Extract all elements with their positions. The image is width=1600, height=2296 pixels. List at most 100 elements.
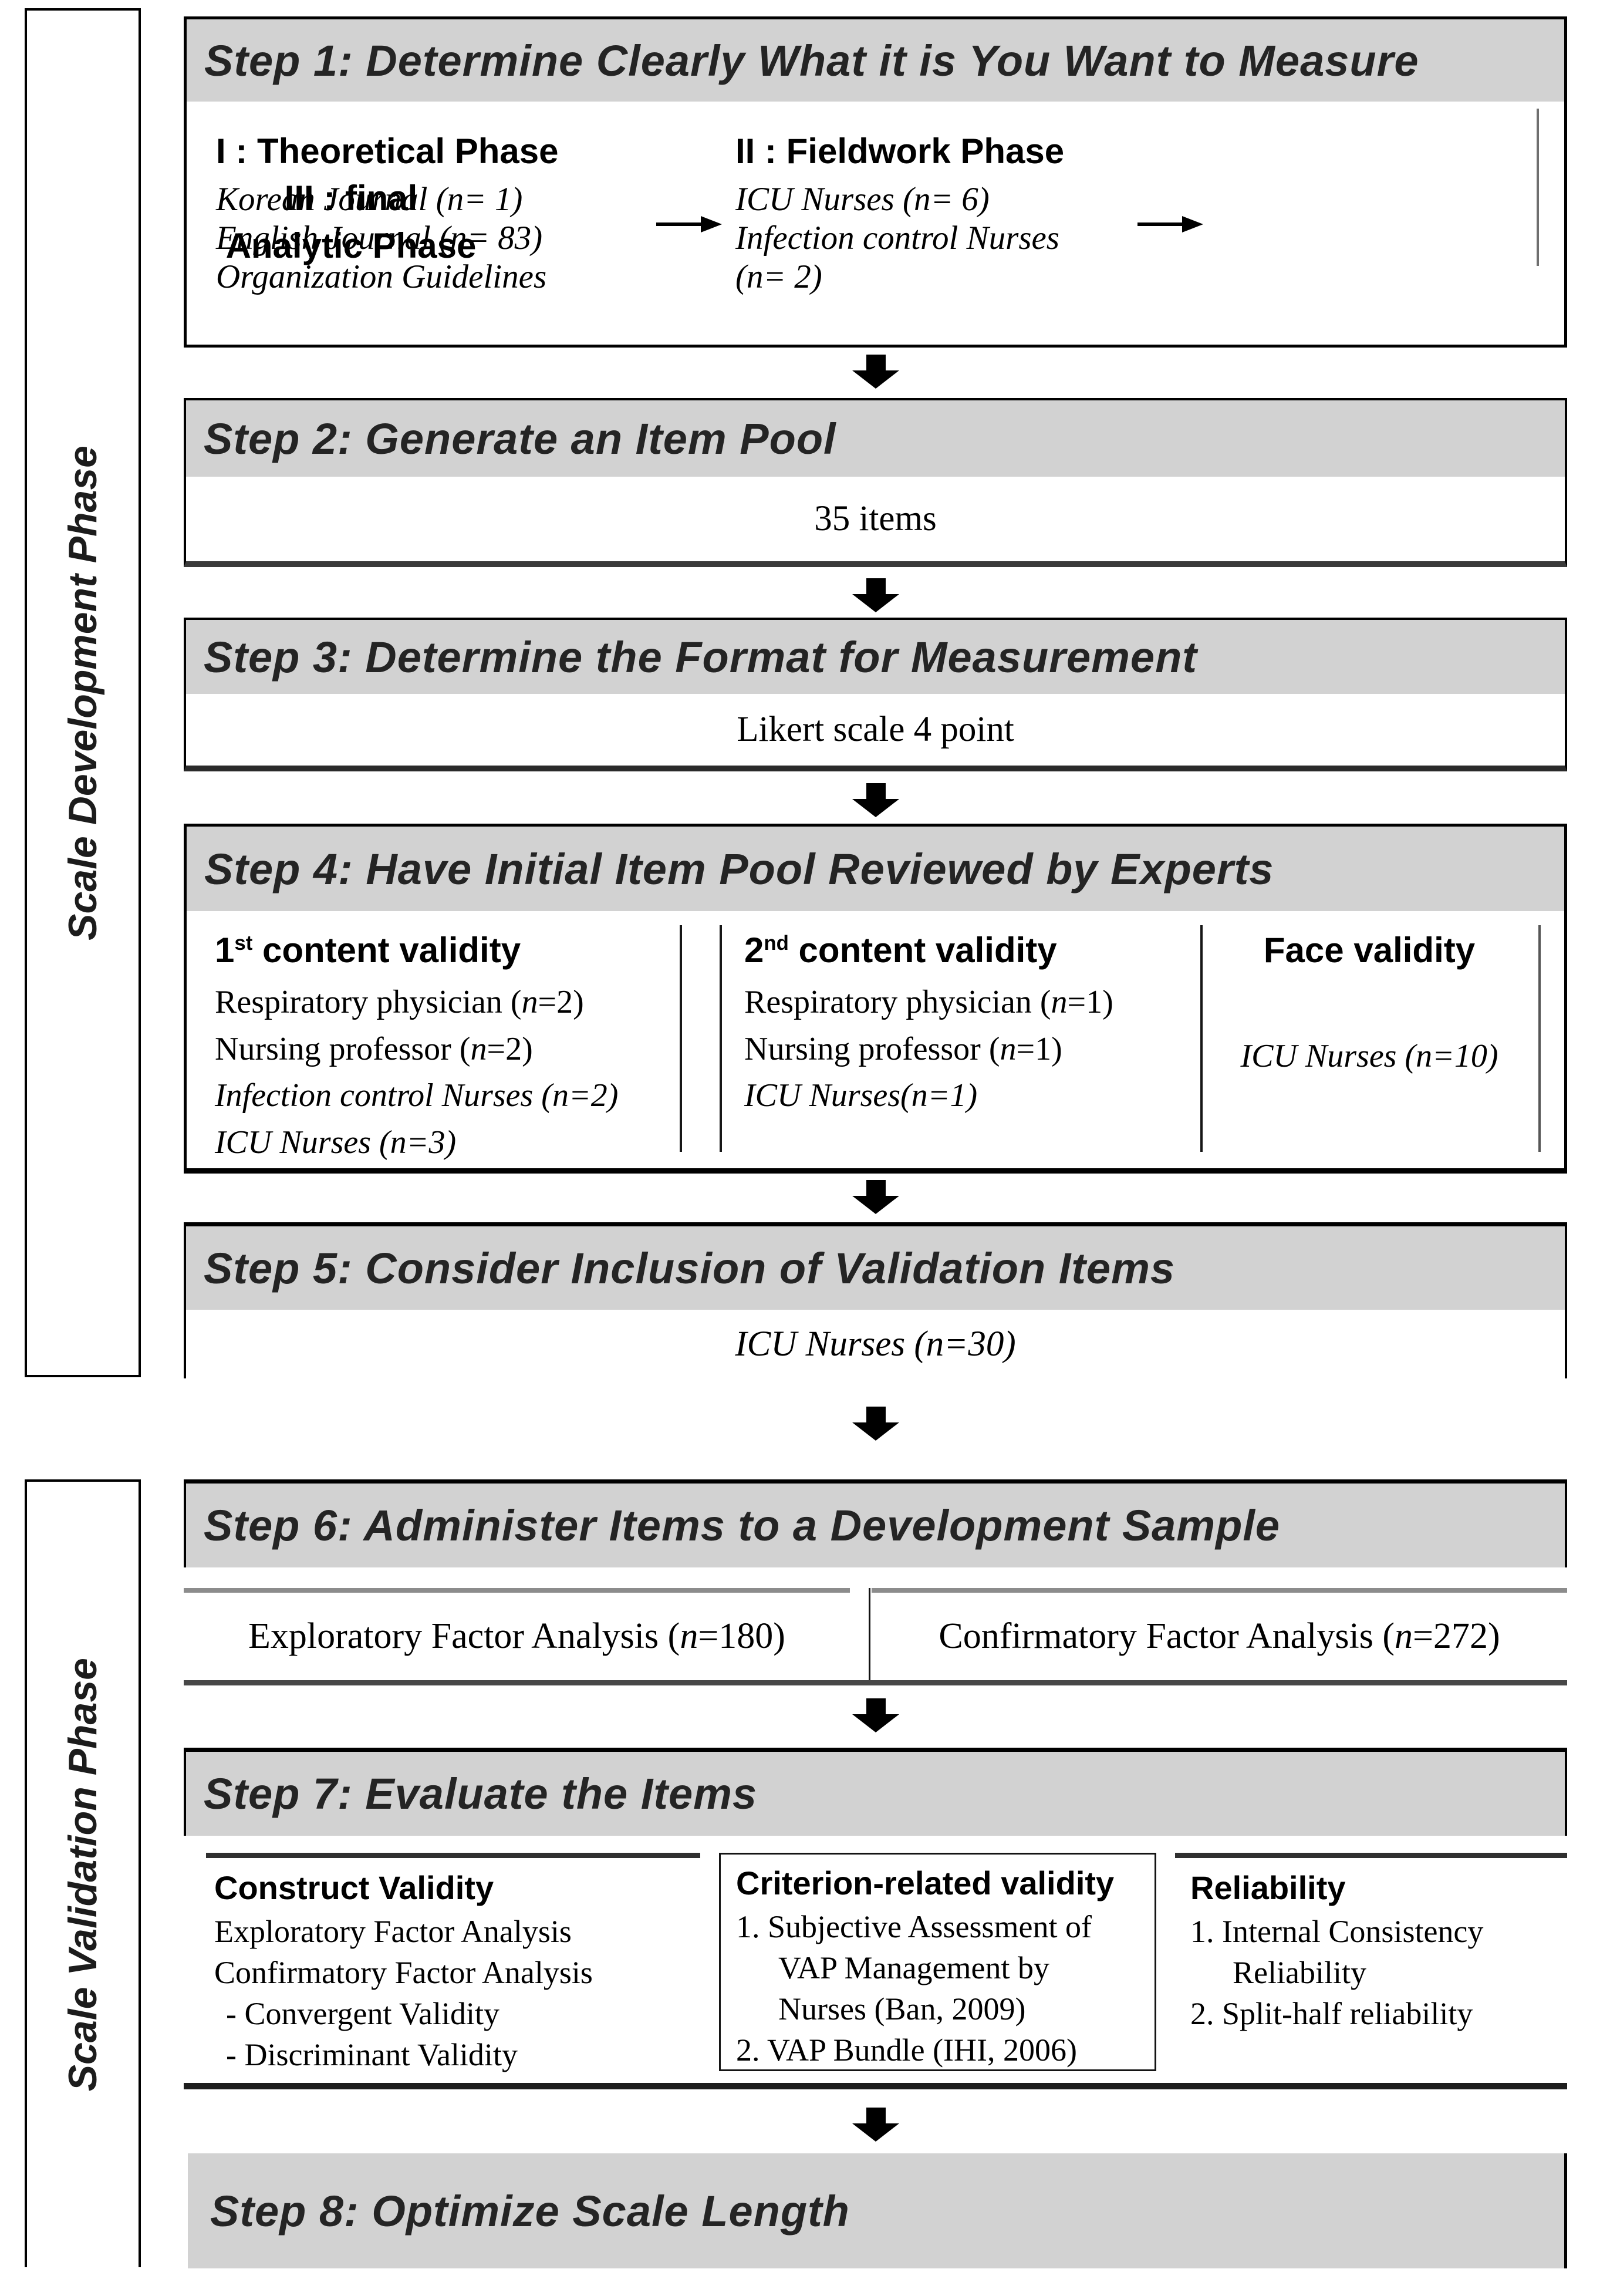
step6-cfa-cell: Confirmatory Factor Analysis (n=272) xyxy=(872,1588,1567,1680)
step1-content: I : Theoretical Phase Korean Journal (n=… xyxy=(187,102,1564,342)
step1-title: Step 1: Determine Clearly What it is You… xyxy=(204,36,1419,85)
step7-content: Construct Validity Exploratory Factor An… xyxy=(184,1853,1567,2072)
column-lines: Respiratory physician (n=2) Nursing profe… xyxy=(215,979,618,1166)
cell-lines: Confirmatory Factor Analysis (n=272) xyxy=(939,1616,1500,1658)
step4-second-content-validity-column: 2nd content validity Respiratory physici… xyxy=(744,931,1113,1120)
text-line: Confirmatory Factor Analysis xyxy=(214,1954,593,1990)
text-line: Respiratory physician (n=1) xyxy=(744,984,1113,1020)
text-line: Confirmatory Factor Analysis (n=272) xyxy=(939,1616,1500,1656)
column-heading: Face validity xyxy=(1263,930,1476,970)
step3-box: Step 3: Determine the Format for Measure… xyxy=(184,618,1567,771)
step1-theoretical-column: I : Theoretical Phase Korean Journal (n=… xyxy=(216,132,559,296)
right-arrow-icon xyxy=(1137,216,1203,232)
text-line: Infection control Nurses (n=2) xyxy=(215,1077,619,1114)
step1-header: Step 1: Determine Clearly What it is You… xyxy=(187,19,1564,102)
step5-header: Step 5: Consider Inclusion of Validation… xyxy=(186,1226,1565,1310)
text-line: ICU Nurses(n=1) xyxy=(744,1077,978,1114)
column-heading: II : Fieldwork Phase xyxy=(735,132,1065,171)
column-divider xyxy=(680,925,682,1152)
column-heading: Construct Validity xyxy=(214,1869,494,1906)
column-separator xyxy=(1538,925,1541,1152)
step3-value: Likert scale 4 point xyxy=(737,710,1014,749)
down-arrow-icon xyxy=(852,1180,899,1214)
step4-title: Step 4: Have Initial Item Pool Reviewed … xyxy=(204,844,1274,894)
step5-value: ICU Nurses (n=30) xyxy=(735,1324,1016,1364)
down-arrow-icon xyxy=(852,578,899,612)
step7-construct-validity-column: Construct Validity Exploratory Factor An… xyxy=(206,1853,700,2072)
step4-box: Step 4: Have Initial Item Pool Reviewed … xyxy=(184,824,1567,1174)
text-line: Exploratory Factor Analysis (n=180) xyxy=(248,1616,785,1656)
step3-content: Likert scale 4 point xyxy=(186,694,1565,766)
text-line: 2. Split-half reliability xyxy=(1190,1995,1473,2031)
step5-box: Step 5: Consider Inclusion of Validation… xyxy=(184,1222,1567,1378)
step2-box: Step 2: Generate an Item Pool 35 items xyxy=(184,398,1567,567)
text-line: Respiratory physician (n=2) xyxy=(215,984,584,1020)
text-line: - Discriminant Validity xyxy=(226,2037,518,2073)
text-line: ICU Nurses (n=3) xyxy=(215,1124,457,1161)
step4-face-validity-column: Face validity ICU Nurses (n=10) xyxy=(1205,931,1534,1080)
step4-header: Step 4: Have Initial Item Pool Reviewed … xyxy=(187,827,1564,911)
cell-divider xyxy=(869,1588,870,1681)
spacer xyxy=(1205,979,1534,1033)
column-lines: ICU Nurses (n=10) xyxy=(1205,1033,1534,1080)
column-lines: ICU Nurses (n= 6)Infection control Nurse… xyxy=(735,180,1064,296)
cell-lines: Exploratory Factor Analysis (n=180) xyxy=(248,1616,785,1658)
text-line: VAP Management by xyxy=(778,1950,1049,1985)
column-heading: Analytic Phase xyxy=(225,225,477,265)
text-line: 1. Internal Consistency xyxy=(1190,1913,1484,1949)
step6-efa-cell: Exploratory Factor Analysis (n=180) xyxy=(184,1588,850,1680)
text-line: Infection control Nurses xyxy=(735,220,1059,257)
text-line: - Convergent Validity xyxy=(226,1995,499,2031)
text-line: Reliability xyxy=(1233,1954,1366,1990)
step1-analytic-column: III : final Analytic Phase xyxy=(187,102,515,342)
step7-box: Step 7: Evaluate the Items xyxy=(184,1748,1567,1836)
column-lines: Respiratory physician (n=1) Nursing profe… xyxy=(744,979,1113,1120)
column-heading: I : Theoretical Phase xyxy=(216,132,559,171)
step4-content: 1st content validity Respiratory physici… xyxy=(187,911,1564,1165)
down-arrow-icon xyxy=(852,1407,899,1441)
step7-title: Step 7: Evaluate the Items xyxy=(204,1769,758,1818)
step2-title: Step 2: Generate an Item Pool xyxy=(204,414,836,463)
step1-box: Step 1: Determine Clearly What it is You… xyxy=(184,16,1567,348)
text-line: 2. VAP Bundle (IHI, 2006) xyxy=(736,2032,1078,2068)
step8-title: Step 8: Optimize Scale Length xyxy=(210,2186,850,2236)
step2-value: 35 items xyxy=(814,499,937,538)
bottom-rule xyxy=(184,2083,1567,2089)
step7-criterion-validity-column: Criterion-related validity 1. Subjective… xyxy=(719,1853,1156,2071)
step2-header: Step 2: Generate an Item Pool xyxy=(186,400,1565,477)
right-arrow-icon xyxy=(656,216,722,232)
down-arrow-icon xyxy=(852,355,899,389)
down-arrow-icon xyxy=(852,1698,899,1732)
column-separator xyxy=(1537,109,1539,266)
text-line: Nursing professor (n=1) xyxy=(744,1030,1062,1067)
step6-title: Step 6: Administer Items to a Developmen… xyxy=(204,1501,1281,1550)
phase-bracket-development: Scale Development Phase xyxy=(25,8,141,1377)
phase-bracket-validation: Scale Validation Phase xyxy=(25,1479,141,2267)
step6-header: Step 6: Administer Items to a Developmen… xyxy=(186,1484,1565,1567)
text-line: Nursing professor (n=2) xyxy=(215,1030,533,1067)
text-line: (n= 2) xyxy=(735,258,822,296)
text-line: ICU Nurses (n= 6) xyxy=(735,181,990,218)
step3-title: Step 3: Determine the Format for Measure… xyxy=(204,632,1197,682)
step8-box: Step 8: Optimize Scale Length xyxy=(188,2153,1567,2268)
down-arrow-icon xyxy=(852,783,899,817)
step5-content: ICU Nurses (n=30) xyxy=(186,1310,1565,1378)
text-line: Korean Journal (n= 1) xyxy=(216,181,523,218)
step6-box: Step 6: Administer Items to a Developmen… xyxy=(184,1479,1567,1567)
column-heading: III : final xyxy=(284,178,418,218)
step5-title: Step 5: Consider Inclusion of Validation… xyxy=(204,1243,1176,1293)
column-heading: Reliability xyxy=(1190,1869,1346,1906)
text-line: Nurses (Ban, 2009) xyxy=(778,1991,1026,2027)
column-heading: 1st content validity xyxy=(215,930,521,970)
column-heading: 2nd content validity xyxy=(744,930,1057,970)
text-line: Exploratory Factor Analysis xyxy=(214,1913,572,1949)
column-lines: Korean Journal (n= 1)English Journal (n=… xyxy=(216,180,559,296)
column-heading: Criterion-related validity xyxy=(736,1865,1115,1901)
down-arrow-icon xyxy=(852,2108,899,2142)
step4-first-content-validity-column: 1st content validity Respiratory physici… xyxy=(215,931,618,1166)
